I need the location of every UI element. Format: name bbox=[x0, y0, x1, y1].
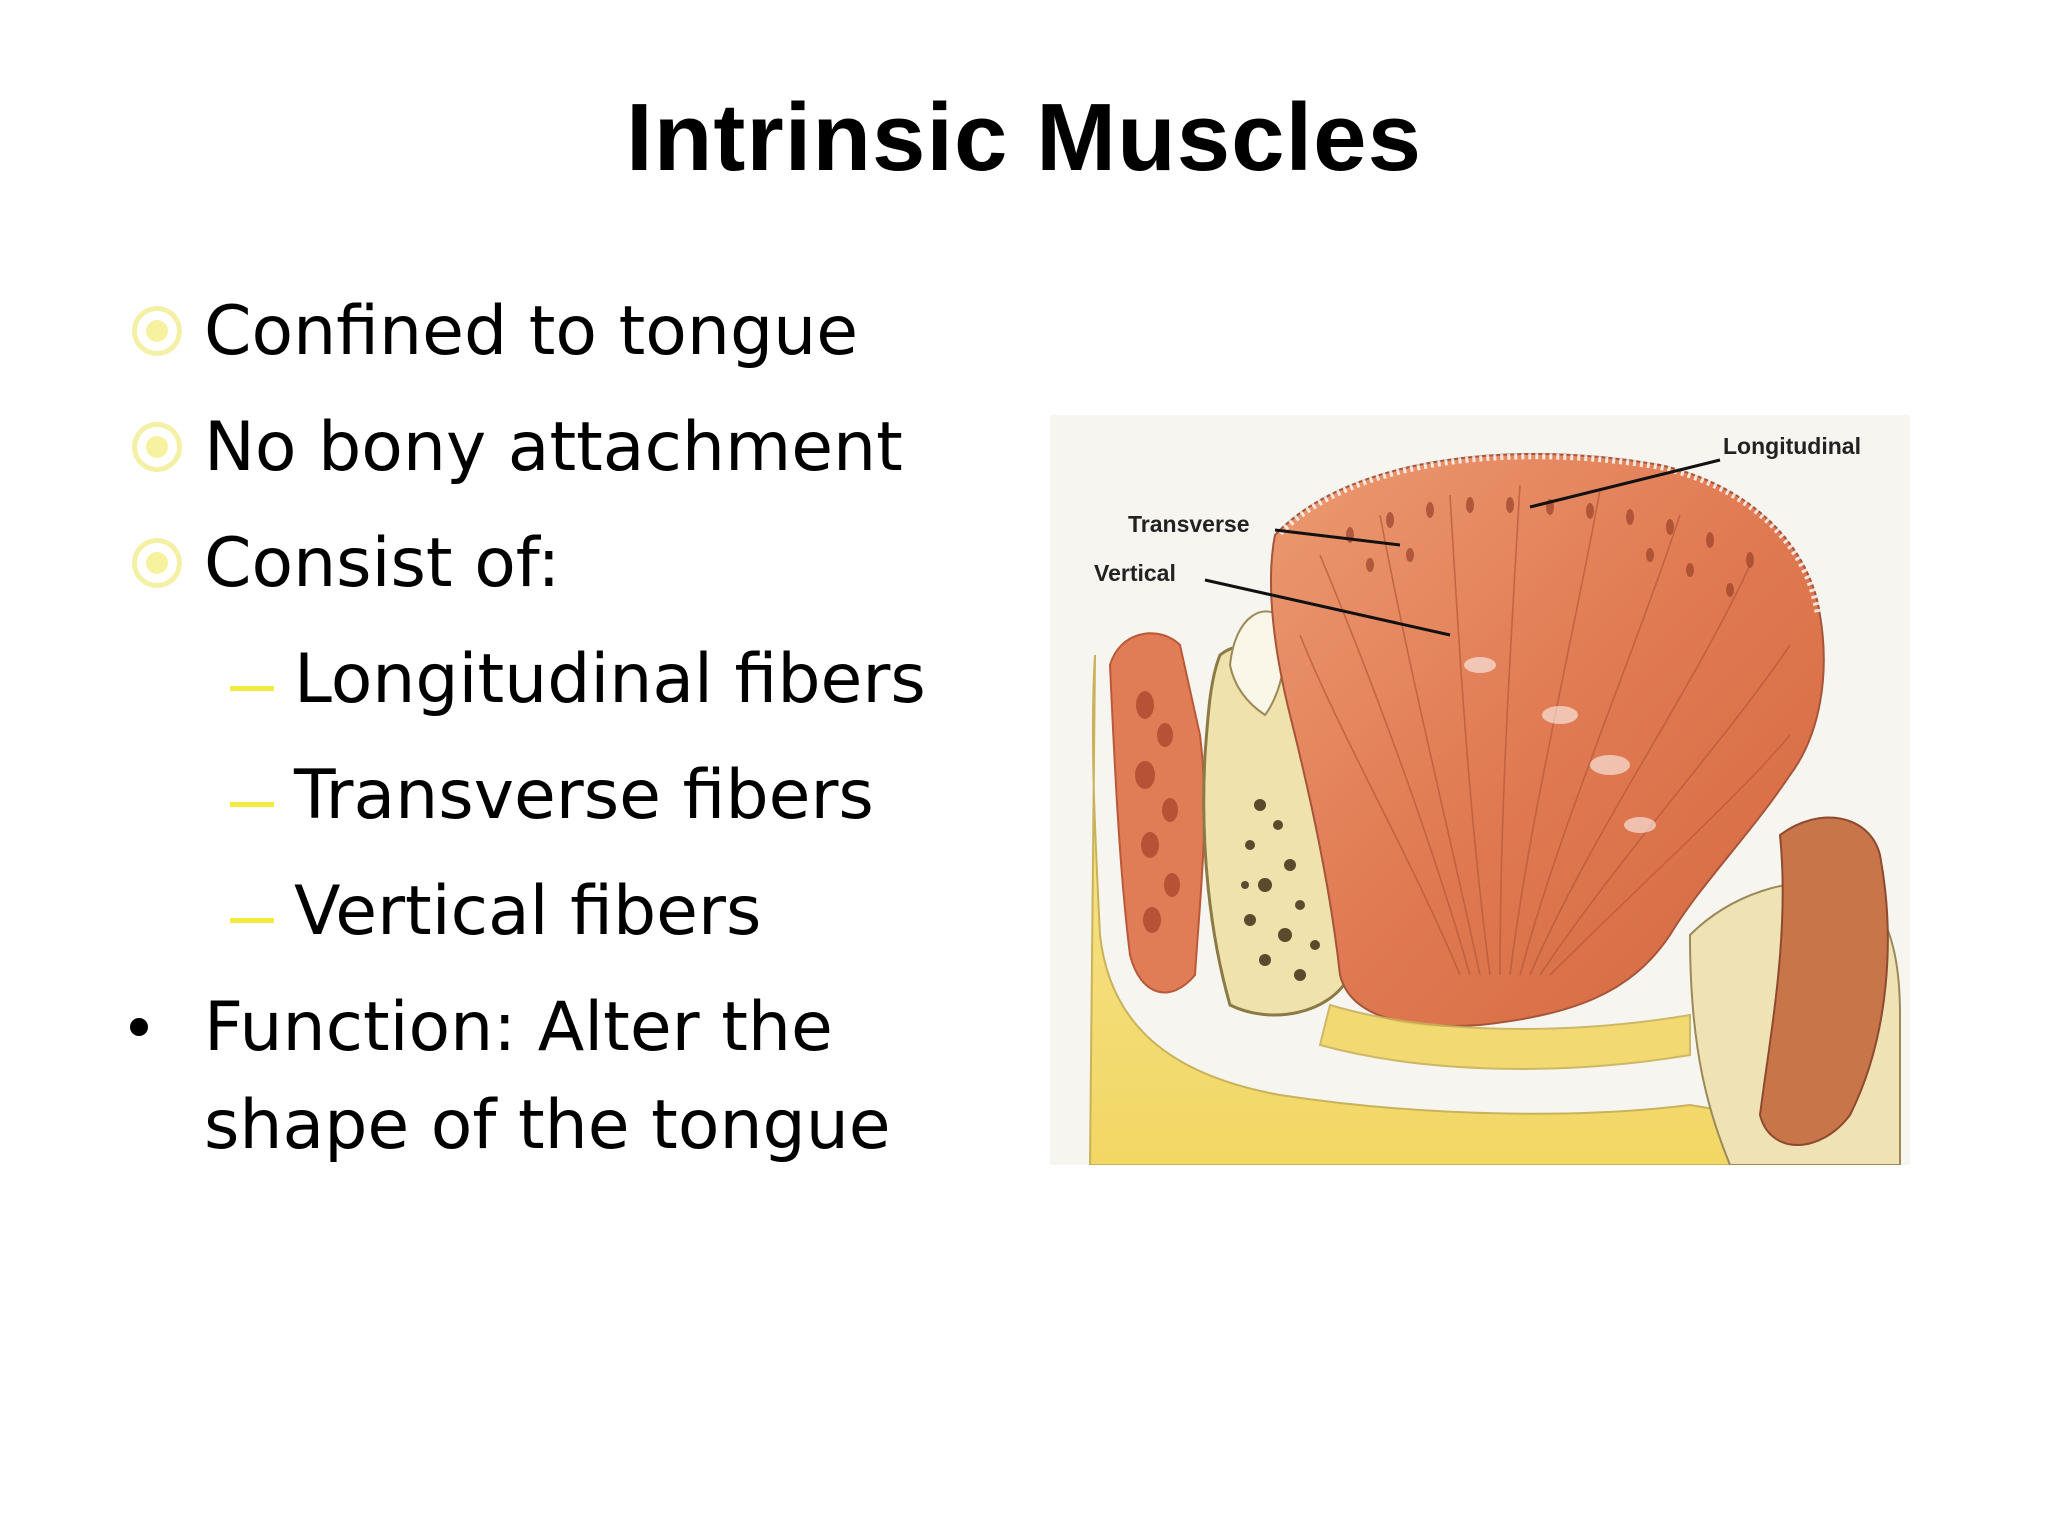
sub-bullet-text: Vertical fibers bbox=[294, 872, 762, 951]
bullet-text: Confined to tongue bbox=[204, 292, 859, 371]
target-bullet-icon bbox=[132, 422, 182, 472]
target-bullet-icon bbox=[132, 538, 182, 588]
label-vertical: Vertical bbox=[1094, 560, 1176, 586]
epiglottis bbox=[1758, 816, 1889, 1146]
tongue-muscle-illustration: Longitudinal Transverse Vertical bbox=[1050, 415, 1910, 1166]
tongue-body bbox=[1269, 452, 1825, 1027]
tongue-fibers bbox=[1299, 484, 1791, 976]
sub-bullet-text: Longitudinal fibers bbox=[294, 640, 926, 719]
bullet-text-line-1: Function: Alter the bbox=[204, 988, 833, 1067]
dash-bullet-icon bbox=[230, 686, 274, 691]
bone-trabeculae bbox=[1241, 799, 1320, 981]
bullet-text: No bony attachment bbox=[204, 408, 903, 487]
bullet-text: Consist of: bbox=[204, 524, 561, 603]
muscle-highlights bbox=[1464, 657, 1656, 833]
dot-bullet-icon bbox=[130, 1018, 148, 1036]
lip-muscle-pattern bbox=[1135, 691, 1180, 933]
hyoid-floor bbox=[1318, 1003, 1691, 1070]
bullet-text-line-2: shape of the tongue bbox=[204, 1086, 891, 1165]
sub-bullet-text: Transverse fibers bbox=[294, 756, 874, 835]
chin-fat-layer bbox=[1088, 654, 1751, 1166]
label-longitudinal: Longitudinal bbox=[1723, 433, 1861, 459]
dash-bullet-icon bbox=[230, 918, 274, 923]
target-bullet-icon bbox=[132, 306, 182, 356]
label-leader-lines bbox=[1204, 458, 1721, 637]
label-transverse: Transverse bbox=[1128, 511, 1250, 537]
lower-lip bbox=[1108, 632, 1206, 994]
dash-bullet-icon bbox=[230, 802, 274, 807]
slide-title: Intrinsic Muscles bbox=[626, 84, 1422, 191]
tongue-diagram-svg bbox=[1050, 415, 1910, 1166]
